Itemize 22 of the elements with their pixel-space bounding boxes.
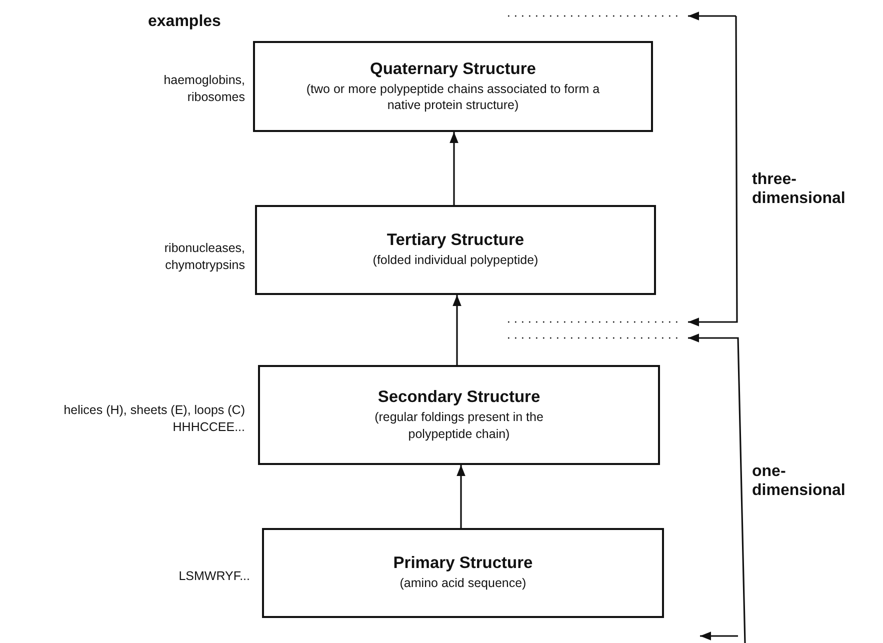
structure-box <box>258 365 660 465</box>
box-heading: Secondary Structure <box>378 388 540 408</box>
structure-box <box>253 41 653 132</box>
range-label: one-dimensional <box>752 462 846 500</box>
box-description: (regular foldings present in the polypeptide chain) <box>374 409 544 442</box>
arrow <box>452 295 462 365</box>
box-description: (folded individual polypeptide) <box>372 252 538 269</box>
box-description: (amino acid sequence) <box>400 575 526 592</box>
structure-box <box>255 205 656 295</box>
example-text: haemoglobins, ribosomes <box>162 72 245 106</box>
arrow <box>456 465 466 528</box>
example-text: ribonucleases, chymotrypsins <box>163 240 245 274</box>
examples-heading: examples <box>148 12 222 32</box>
range-label: three-dimensional <box>752 170 846 208</box>
box-heading: Tertiary Structure <box>386 231 524 250</box>
box-heading: Quaternary Structure <box>370 60 536 79</box>
box-heading: Primary Structure <box>393 554 533 574</box>
example-text: LSMWRYF... <box>178 568 250 585</box>
structure-box <box>262 528 664 618</box>
arrow <box>450 132 458 205</box>
example-text: helices (H), sheets (E), loops (C) HHHCCEE... <box>62 402 245 436</box>
box-description: (two or more polypeptide chains associated to form a native protein structure) <box>305 80 601 114</box>
